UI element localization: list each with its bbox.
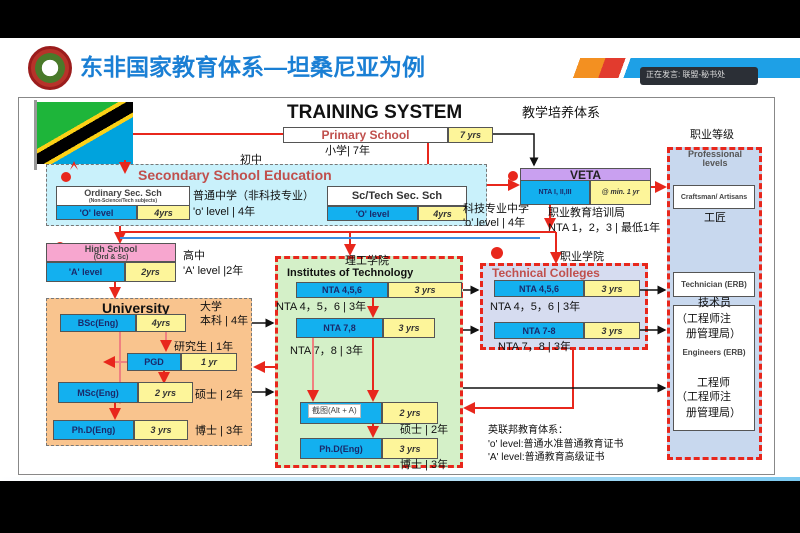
junior-cn: 初中: [240, 154, 262, 166]
tech-cn1: 科技专业中学: [463, 203, 529, 215]
ordinary-cn2: 'o' level | 4年: [193, 206, 256, 218]
primary-school-box: Primary School: [283, 127, 448, 143]
high-sub: (Ord & Sc): [93, 254, 129, 261]
university-cn1: 大学: [200, 301, 222, 313]
phd-cn: 博士 | 3年: [195, 425, 244, 437]
inst-msc-cn: 硕士 | 2年: [400, 424, 449, 436]
slide-title: 东非国家教育体系—坦桑尼亚为例: [80, 54, 425, 80]
inst-nta78-cn: NTA 7，8 | 3年: [290, 345, 363, 357]
logo: [28, 46, 72, 90]
ordinary-cn1: 普通中学（非科技专业）: [193, 190, 314, 202]
inst-nta78-yrs: 3 yrs: [383, 318, 435, 338]
diagram-title-cn: 教学培养体系: [522, 105, 601, 120]
institutes-title: Institutes of Technology: [287, 267, 414, 279]
technician-cn3: 册管理局）: [686, 328, 741, 340]
msc-yrs: 2 yrs: [138, 382, 193, 403]
tech-level: 'O' level: [327, 206, 418, 221]
screenshot-tooltip: 截图(Alt + A): [308, 404, 361, 418]
university-cn2: 本科 | 4年: [200, 315, 249, 327]
col-nta78: NTA 7-8: [494, 322, 584, 339]
bsc-yrs: 4yrs: [136, 314, 186, 332]
pgd-yrs: 1 yr: [181, 353, 237, 371]
inst-nta78: NTA 7,8: [296, 318, 383, 338]
engineers-cn3: 册管理局）: [686, 407, 741, 419]
footer-stripe: [0, 477, 800, 481]
inst-phd-box: Ph.D(Eng): [300, 438, 382, 459]
veta-nta: NTA I, II,III: [520, 180, 590, 205]
diagram-title: TRAINING SYSTEM: [287, 102, 463, 123]
institutes-cn: 理工学院: [345, 255, 389, 267]
inst-nta456-yrs: 3 yrs: [388, 282, 462, 298]
veta-cn1: 职业教育培训局: [548, 207, 625, 219]
technician-box: Technician (ERB): [673, 272, 755, 297]
inst-msc-yrs: 2 yrs: [382, 402, 438, 424]
pgd-cn: 研究生 | 1年: [174, 341, 234, 353]
ordinary-level: 'O' level: [56, 205, 137, 220]
diagram-frame: [18, 97, 775, 475]
colleges-cn: 职业学院: [560, 251, 604, 263]
phd-yrs: 3 yrs: [134, 420, 188, 440]
tech-sec-box: Sc/Tech Sec. Sch: [327, 186, 467, 206]
high-school-box: High School(Ord & Sc): [46, 243, 176, 262]
technician-cn1: 技术员: [698, 297, 731, 309]
col-nta78-yrs: 3 yrs: [584, 322, 640, 339]
ordinary-sec-box: Ordinary Sec. Sch(Non-Science/Tech subje…: [56, 186, 190, 206]
col-nta78-cn: NTA 7，8 | 3年: [498, 341, 571, 353]
note-line2: 'o' level:普通水准普通教育证书: [488, 439, 624, 450]
colleges-title: Technical Colleges: [492, 266, 600, 280]
inst-nta456-cn: NTA 4，5，6 | 3年: [276, 301, 367, 313]
inst-phd-yrs: 3 yrs: [382, 438, 438, 459]
tech-cn2: 'o' level | 4年: [463, 217, 526, 229]
phd-box: Ph.D(Eng): [53, 420, 134, 440]
engineers-box: [673, 305, 755, 431]
ordinary-sub: (Non-Science/Tech subjects): [89, 198, 157, 204]
high-yrs: 2yrs: [125, 262, 176, 282]
technician-cn2: （工程师注: [676, 313, 731, 325]
high-label: High School: [84, 244, 138, 254]
inst-phd-cn: 博士 | 3年: [400, 459, 449, 471]
high-level: 'A' level: [46, 262, 125, 282]
primary-cn: 小学| 7年: [325, 145, 371, 157]
col-nta456-cn: NTA 4，5，6 | 3年: [490, 301, 581, 313]
university-title: University: [102, 300, 170, 316]
professional-cn: 职业等级: [690, 129, 734, 141]
bsc-box: BSc(Eng): [60, 314, 136, 332]
note-line1: 英联邦教育体系：: [488, 425, 568, 436]
engineers-label: Engineers (ERB): [682, 348, 746, 357]
veta-cn2: NTA 1，2，3 | 最低1年: [548, 222, 661, 234]
inst-nta456: NTA 4,5,6: [296, 282, 388, 298]
msc-cn: 硕士 | 2年: [195, 389, 244, 401]
note-line3: 'A' level:普通教育高级证书: [488, 452, 605, 463]
pgd-box: PGD: [127, 353, 181, 371]
flag-pole: [34, 100, 37, 170]
professional-title: Professional levels: [687, 149, 743, 168]
high-cn2: 'A' level |2年: [183, 265, 244, 277]
ordinary-label: Ordinary Sec. Sch: [84, 188, 162, 198]
high-cn1: 高中: [183, 250, 205, 262]
speaker-tooltip: 正在发言: 联盟-秘书处: [640, 67, 758, 85]
veta-yrs: @ min. 1 yr: [590, 180, 651, 205]
primary-yrs: 7 yrs: [448, 127, 493, 143]
tech-yrs: 4yrs: [418, 206, 467, 221]
ordinary-yrs: 4yrs: [137, 205, 190, 220]
engineers-cn2: （工程师注: [676, 391, 731, 403]
msc-box: MSc(Eng): [58, 382, 138, 403]
tanzania-flag: [37, 102, 133, 164]
engineers-cn1: 工程师: [697, 377, 730, 389]
col-nta456: NTA 4,5,6: [494, 280, 584, 297]
craftsman-box: Craftsman/ Artisans: [673, 185, 755, 209]
secondary-title: Secondary School Education: [138, 167, 332, 183]
craftsman-cn: 工匠: [704, 212, 726, 224]
col-nta456-yrs: 3 yrs: [584, 280, 640, 297]
